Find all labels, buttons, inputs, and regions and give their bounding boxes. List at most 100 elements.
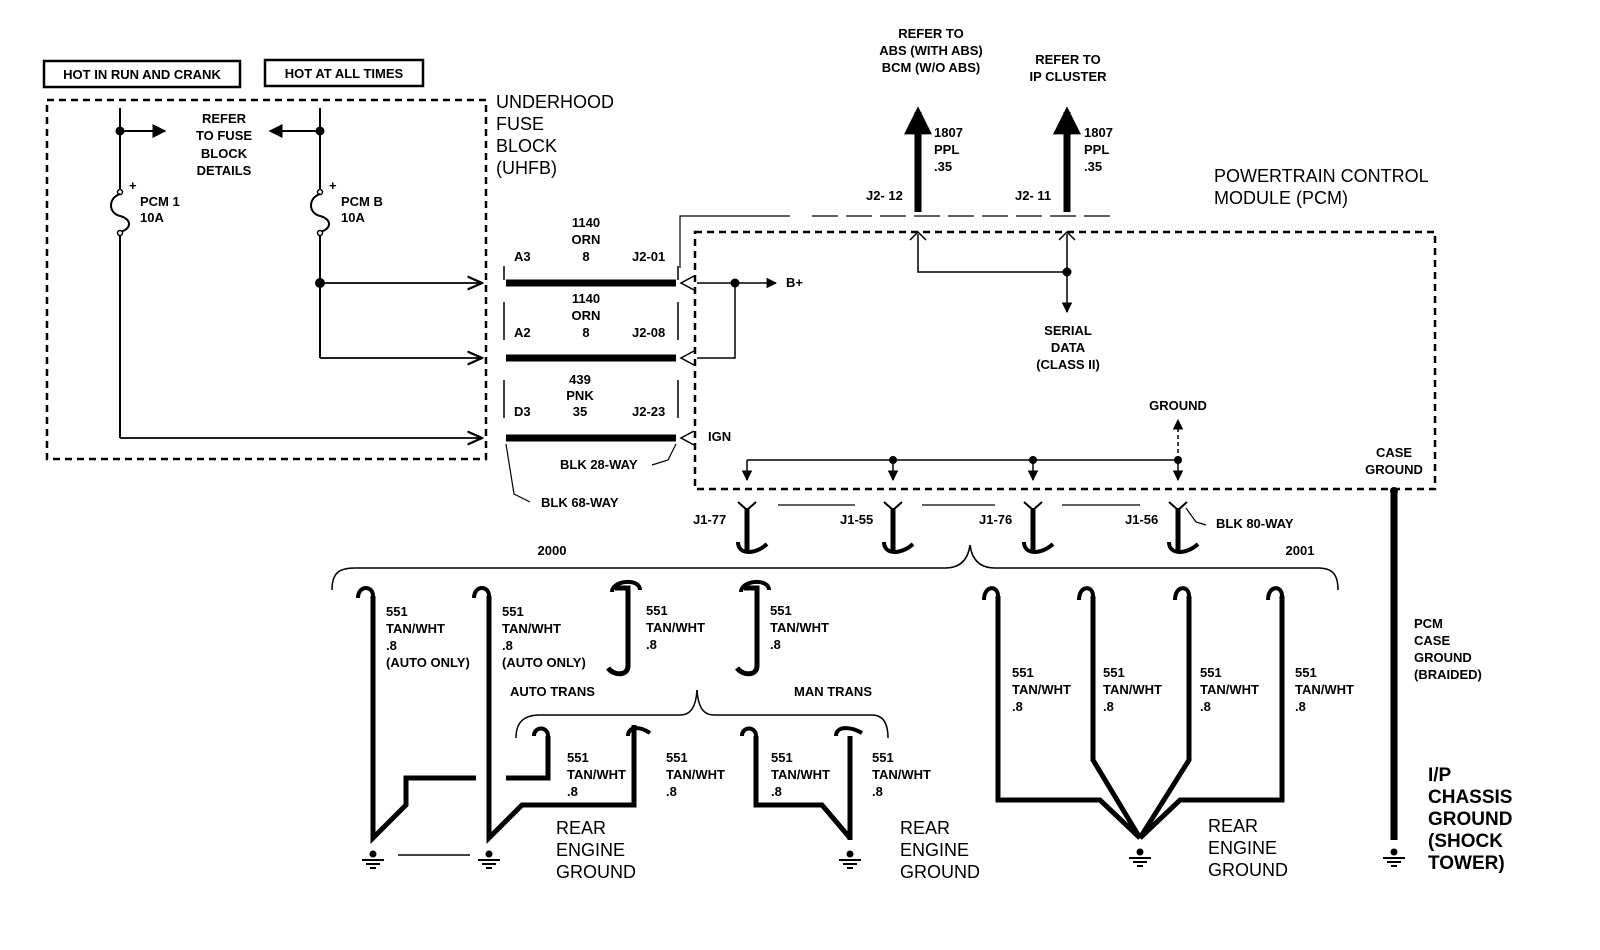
svg-text:J1-56: J1-56	[1125, 512, 1158, 527]
pcm-outline	[693, 230, 1437, 491]
svg-text:PPL: PPL	[934, 142, 959, 157]
pcm-title: POWERTRAIN CONTROL MODULE (PCM)	[1214, 166, 1429, 208]
svg-text:.8: .8	[1012, 699, 1023, 714]
svg-text:I/P: I/P	[1428, 765, 1452, 786]
svg-text:(AUTO ONLY): (AUTO ONLY)	[386, 655, 470, 670]
svg-text:ORN: ORN	[572, 308, 601, 323]
circuit-a3: 1140 ORN A3 8 J2-01	[503, 215, 679, 287]
svg-text:REFER: REFER	[202, 111, 247, 126]
svg-text:J1-77: J1-77	[693, 512, 726, 527]
svg-text:CASE: CASE	[1414, 633, 1450, 648]
svg-text:REFER TO: REFER TO	[898, 26, 964, 41]
svg-text:+: +	[329, 178, 337, 193]
svg-text:J1-55: J1-55	[840, 512, 873, 527]
trans-brace: AUTO TRANS MAN TRANS	[510, 684, 889, 739]
svg-text:BLK 28-WAY: BLK 28-WAY	[560, 457, 638, 472]
ign-label: IGN	[708, 429, 731, 444]
svg-text:TAN/WHT: TAN/WHT	[1200, 682, 1259, 697]
svg-text:ENGINE: ENGINE	[900, 840, 969, 860]
svg-text:551: 551	[1012, 665, 1034, 680]
hot-at-all-times-label: HOT AT ALL TIMES	[285, 66, 404, 81]
wire-2000-1: 551 TAN/WHT .8 (AUTO ONLY)	[356, 586, 476, 845]
svg-text:REAR: REAR	[900, 818, 950, 838]
svg-text:.8: .8	[1103, 699, 1114, 714]
svg-text:551: 551	[770, 603, 792, 618]
svg-text:(UHFB): (UHFB)	[496, 158, 557, 178]
svg-text:TAN/WHT: TAN/WHT	[567, 767, 626, 782]
svg-text:2000: 2000	[538, 543, 567, 558]
rear-engine-ground-label-3: REAR ENGINE GROUND	[1208, 816, 1288, 880]
blk-28-way-callout: BLK 28-WAY	[560, 443, 677, 472]
wire-auto-trans-1: 551 TAN/WHT .8	[506, 726, 626, 799]
ground-symbol-1	[361, 849, 385, 869]
svg-text:PPL: PPL	[1084, 142, 1109, 157]
svg-text:REAR: REAR	[1208, 816, 1258, 836]
uhfb-title: UNDERHOOD FUSE BLOCK (UHFB)	[496, 92, 614, 178]
svg-text:.35: .35	[1084, 159, 1102, 174]
svg-text:UNDERHOOD: UNDERHOOD	[496, 92, 614, 112]
svg-text:.8: .8	[502, 638, 513, 653]
svg-text:J1-76: J1-76	[979, 512, 1012, 527]
serial-data-internal: SERIAL DATA (CLASS II)	[909, 230, 1100, 372]
svg-text:CASE: CASE	[1376, 445, 1412, 460]
svg-text:B+: B+	[786, 275, 803, 290]
svg-text:(CLASS II): (CLASS II)	[1036, 357, 1100, 372]
wire-2000-4: 551 TAN/WHT .8	[735, 580, 829, 677]
svg-text:551: 551	[502, 604, 524, 619]
svg-text:A3: A3	[514, 249, 531, 264]
svg-text:(BRAIDED): (BRAIDED)	[1414, 667, 1482, 682]
svg-text:D3: D3	[514, 404, 531, 419]
rear-engine-ground-label-2: REAR ENGINE GROUND	[900, 818, 980, 882]
svg-text:J2-23: J2-23	[632, 404, 665, 419]
svg-text:.8: .8	[646, 637, 657, 652]
ground-symbol-3	[838, 849, 862, 869]
svg-text:ENGINE: ENGINE	[1208, 838, 1277, 858]
ground-symbol-4	[1128, 847, 1152, 867]
svg-text:ABS (WITH ABS): ABS (WITH ABS)	[879, 43, 983, 58]
svg-text:J2- 12: J2- 12	[866, 188, 903, 203]
svg-text:BLK 68-WAY: BLK 68-WAY	[541, 495, 619, 510]
svg-text:MAN TRANS: MAN TRANS	[794, 684, 872, 699]
svg-text:1807: 1807	[1084, 125, 1113, 140]
svg-text:1140: 1140	[572, 215, 600, 230]
wire-2000-3: 551 TAN/WHT .8	[606, 580, 705, 677]
svg-text:ORN: ORN	[572, 232, 601, 247]
svg-text:DATA: DATA	[1051, 340, 1086, 355]
svg-text:551: 551	[567, 750, 589, 765]
svg-text:TAN/WHT: TAN/WHT	[771, 767, 830, 782]
hot-at-all-times-box: HOT AT ALL TIMES	[263, 58, 425, 88]
svg-text:REAR: REAR	[556, 818, 606, 838]
svg-text:TAN/WHT: TAN/WHT	[1103, 682, 1162, 697]
svg-text:.8: .8	[1200, 699, 1211, 714]
wire-man-trans-1: 551 TAN/WHT .8	[740, 726, 852, 840]
svg-text:551: 551	[386, 604, 408, 619]
svg-text:GROUND: GROUND	[900, 862, 980, 882]
svg-text:SERIAL: SERIAL	[1044, 323, 1092, 338]
svg-text:TAN/WHT: TAN/WHT	[646, 620, 705, 635]
fuse-pcmb-rating: 10A	[341, 210, 365, 225]
fuse-pcmb: + PCM B 10A	[310, 108, 383, 358]
case-ground-label: CASE GROUND	[1365, 445, 1423, 477]
svg-text:1140: 1140	[572, 291, 600, 306]
ground-label: GROUND	[1149, 398, 1207, 413]
year-brace-2000: 2000	[331, 543, 971, 591]
b-plus: B+	[697, 275, 803, 359]
svg-text:439: 439	[569, 372, 591, 387]
rear-engine-ground-label-1: REAR ENGINE GROUND	[556, 818, 636, 882]
fuse-pcm1: + PCM 1 10A	[110, 108, 180, 438]
svg-text:DETAILS: DETAILS	[197, 163, 252, 178]
svg-text:POWERTRAIN CONTROL: POWERTRAIN CONTROL	[1214, 166, 1429, 186]
svg-text:CHASSIS: CHASSIS	[1428, 787, 1512, 808]
svg-text:.8: .8	[770, 637, 781, 652]
svg-text:FUSE: FUSE	[496, 114, 544, 134]
wire-man-trans-2: 551 TAN/WHT .8	[834, 726, 931, 840]
svg-text:1807: 1807	[934, 125, 963, 140]
svg-text:A2: A2	[514, 325, 531, 340]
svg-text:TOWER): TOWER)	[1428, 853, 1505, 874]
blk-68-way-callout: BLK 68-WAY	[505, 443, 619, 510]
svg-text:TO FUSE: TO FUSE	[196, 128, 252, 143]
wires-2001: 551 TAN/WHT .8 551 TAN/WHT .8 551 TAN/WH…	[982, 586, 1354, 840]
svg-text:(AUTO ONLY): (AUTO ONLY)	[502, 655, 586, 670]
svg-text:TAN/WHT: TAN/WHT	[502, 621, 561, 636]
